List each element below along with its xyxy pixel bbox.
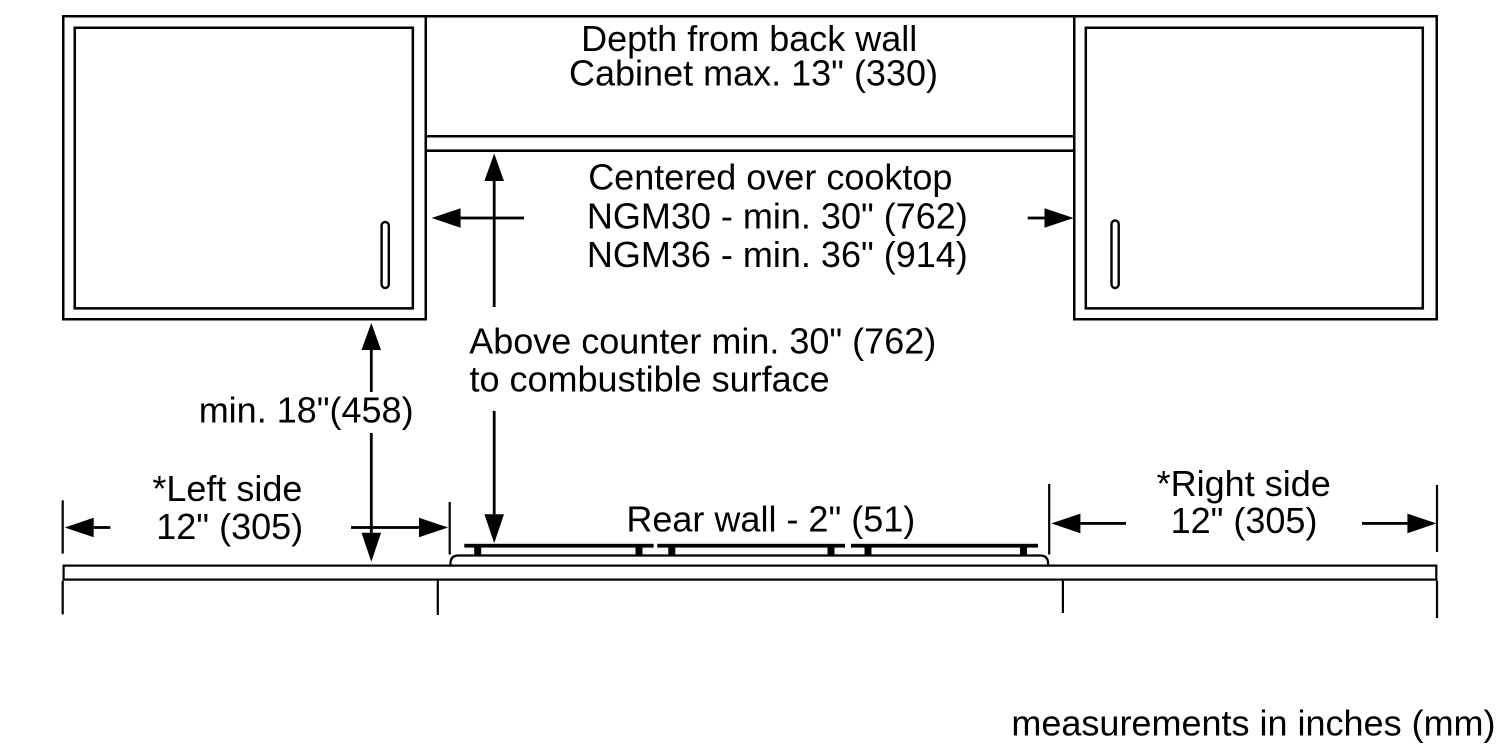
svg-text:*Left side: *Left side	[152, 468, 302, 509]
svg-text:NGM30 - min. 30" (762): NGM30 - min. 30" (762)	[587, 196, 968, 237]
svg-text:measurements in inches (mm): measurements in inches (mm)	[1011, 703, 1495, 744]
svg-text:Depth from back wall: Depth from back wall	[581, 18, 917, 59]
svg-text:Centered over cooktop: Centered over cooktop	[588, 157, 952, 198]
svg-text:Cabinet max. 13" (330): Cabinet max. 13" (330)	[569, 53, 938, 94]
svg-text:12" (305): 12" (305)	[156, 506, 303, 547]
svg-text:min. 18"(458): min. 18"(458)	[199, 389, 414, 430]
svg-text:*Right side: *Right side	[1157, 463, 1331, 504]
svg-text:12" (305): 12" (305)	[1171, 500, 1318, 541]
svg-text:Above counter min. 30" (762): Above counter min. 30" (762)	[469, 320, 936, 361]
svg-text:NGM36 - min. 36" (914): NGM36 - min. 36" (914)	[587, 234, 968, 275]
svg-text:to combustible surface: to combustible surface	[470, 359, 830, 400]
svg-text:Rear wall - 2" (51): Rear wall - 2" (51)	[626, 498, 915, 539]
